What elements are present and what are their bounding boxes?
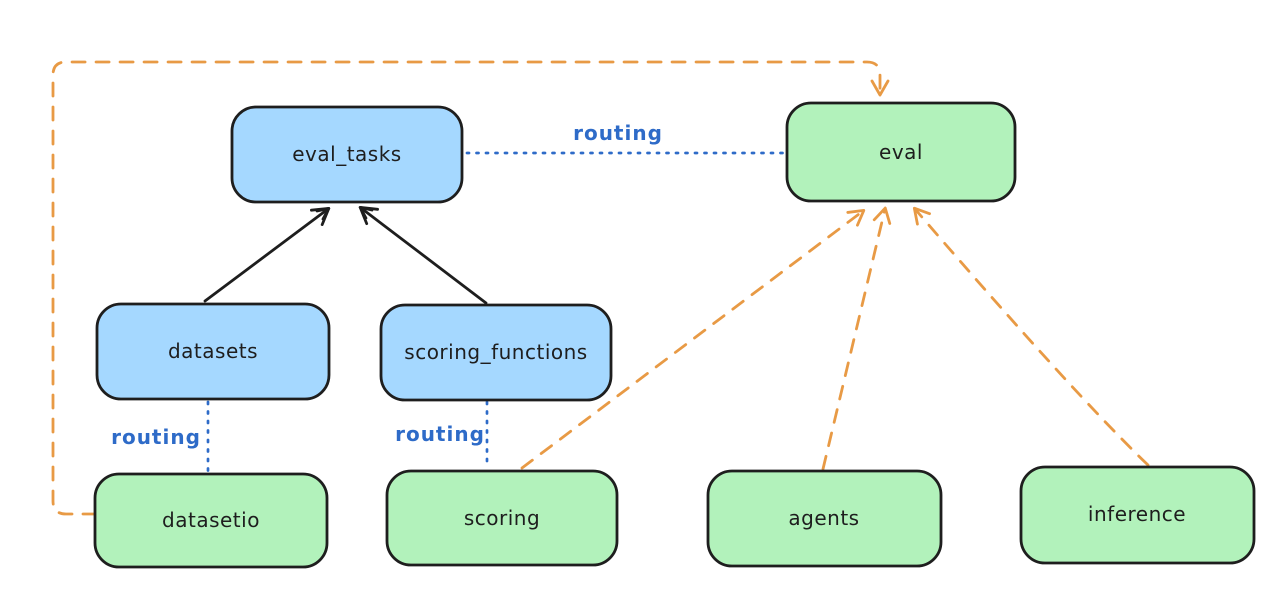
routing-label-eval-tasks-eval: routing (573, 121, 663, 145)
routing-label-scoring-functions-scoring: routing (395, 422, 485, 446)
edge-agents-to-eval (821, 206, 892, 471)
node-inference: inference (1019, 465, 1256, 565)
edge-scoring-to-eval (520, 208, 866, 470)
edge-datasetio-to-eval (51, 60, 890, 516)
node-datasets: datasets (95, 302, 331, 401)
node-datasetio-label: datasetio (162, 508, 260, 532)
edge-inference-to-eval (912, 206, 1150, 467)
node-datasets-label: datasets (168, 339, 258, 363)
node-eval-tasks: eval_tasks (230, 105, 464, 204)
node-eval: eval (785, 101, 1017, 203)
node-inference-label: inference (1088, 502, 1186, 526)
edge-scoring-functions-to-eval-tasks (358, 205, 488, 305)
node-scoring-functions-label: scoring_functions (404, 340, 587, 364)
node-scoring: scoring (385, 469, 619, 567)
node-agents-label: agents (788, 506, 859, 530)
routing-label-datasets-datasetio: routing (111, 425, 201, 449)
node-eval-label: eval (879, 140, 923, 164)
node-scoring-label: scoring (464, 506, 540, 530)
node-datasetio: datasetio (93, 472, 329, 569)
node-agents: agents (706, 469, 943, 568)
node-scoring-functions: scoring_functions (379, 303, 613, 402)
node-eval-tasks-label: eval_tasks (292, 142, 401, 166)
edge-datasets-to-eval-tasks (203, 207, 331, 303)
